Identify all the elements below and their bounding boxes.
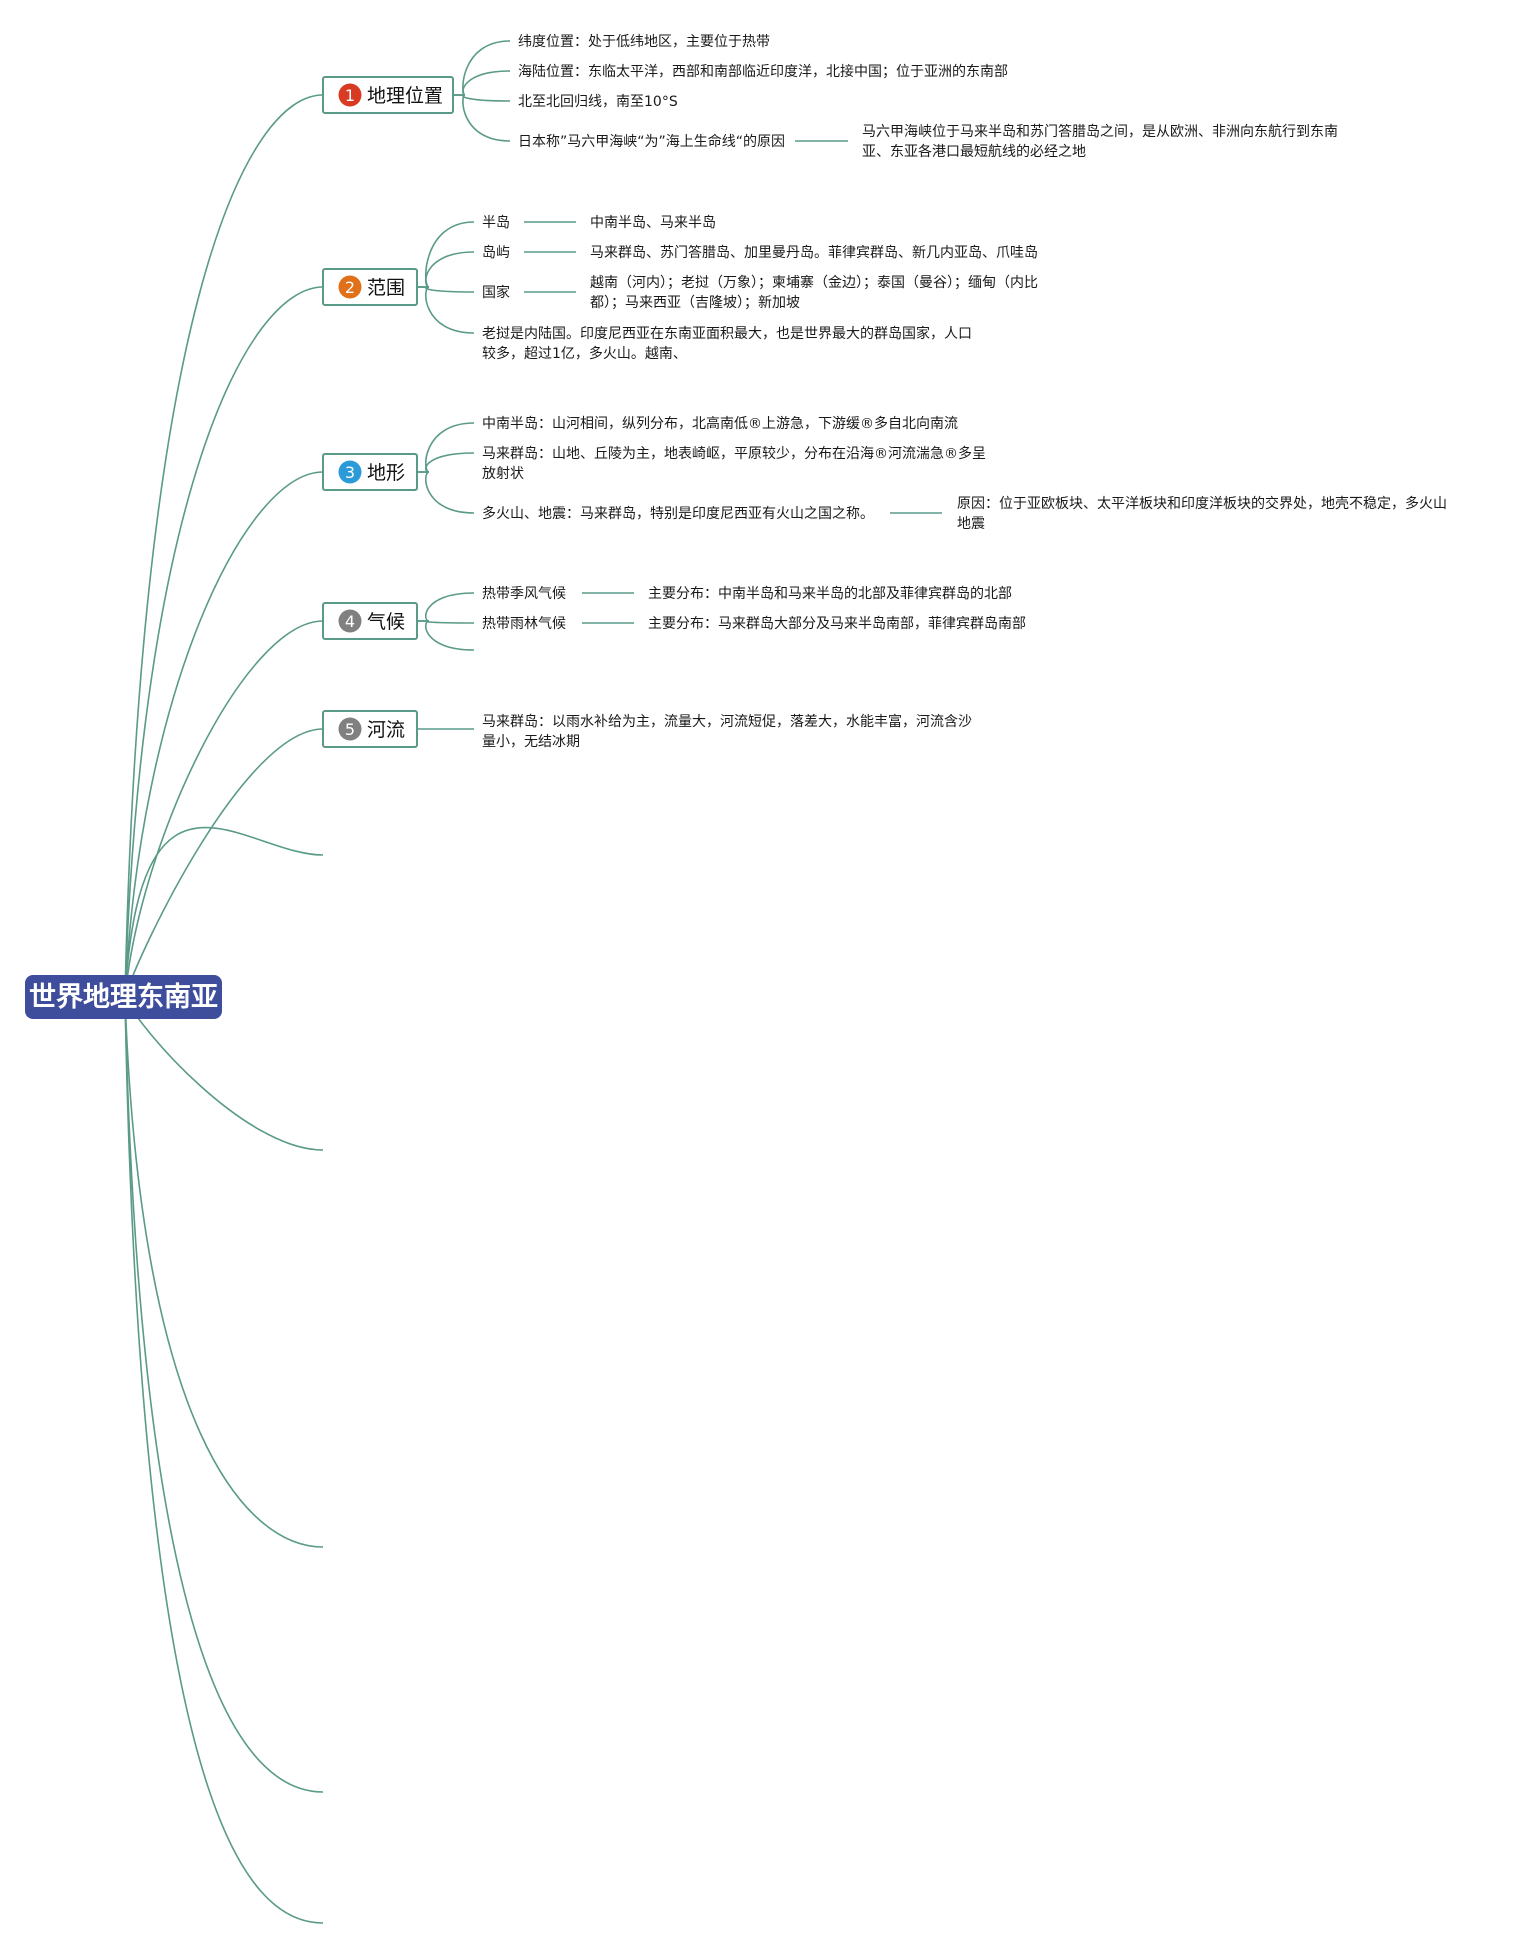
leaf-text: 岛屿 <box>482 245 510 261</box>
empty-branch-connector <box>124 826 324 998</box>
leaf-text: 较多，超过1亿，多火山。越南、 <box>482 345 687 362</box>
leaf-text: 中南半岛：山河相间，纵列分布，北高南低®上游急，下游缓®多自北向南流 <box>482 415 958 432</box>
root-connector <box>124 728 324 998</box>
leaf-text: 马来群岛：山地、丘陵为主，地表崎岖，平原较少，分布在沿海®河流湍急®多呈 <box>482 445 986 462</box>
topic-label[interactable]: 气候 <box>367 611 405 633</box>
empty-branch-connector <box>124 996 324 1924</box>
detail-text: 亚、东亚各港口最短航线的必经之地 <box>862 144 1086 160</box>
empty-branch-connector <box>124 996 324 1548</box>
leaf-text: 国家 <box>482 284 510 301</box>
child-connector <box>453 94 511 142</box>
leaf-text: 放射状 <box>482 466 524 482</box>
topic-label[interactable]: 范围 <box>367 277 405 299</box>
child-connector <box>453 70 511 96</box>
child-connector <box>417 592 475 622</box>
central-topic-label[interactable]: 世界地理东南亚 <box>29 981 218 1013</box>
detail-text: 地震 <box>957 516 985 532</box>
number-badge <box>338 83 362 107</box>
child-connector <box>417 620 475 651</box>
leaf-text: 多火山、地震：马来群岛，特别是印度尼西亚有火山之国之称。 <box>482 505 874 522</box>
child-connector <box>453 40 511 96</box>
detail-text: 原因：位于亚欧板块、太平洋板块和印度洋板块的交界处，地壳不稳定，多火山 <box>957 495 1447 512</box>
number-badge-text: 4 <box>345 612 355 631</box>
leaf-text: 日本称”马六甲海峡“为”海上生命线“的原因 <box>518 133 785 150</box>
leaf-text: 北至北回归线，南至10°S <box>518 93 678 110</box>
connector-lines <box>124 40 942 1924</box>
detail-text: 主要分布：中南半岛和马来半岛的北部及菲律宾群岛的北部 <box>648 586 1012 602</box>
leaf-text: 热带雨林气候 <box>482 616 566 632</box>
number-badge-text: 5 <box>345 720 355 739</box>
root-connector <box>124 94 324 998</box>
topic-label[interactable]: 河流 <box>367 719 405 741</box>
child-connector <box>417 471 475 514</box>
detail-text: 马来群岛、苏门答腊岛、加里曼丹岛。菲律宾群岛、新几内亚岛、爪哇岛 <box>590 244 1038 261</box>
root-connector <box>124 620 324 998</box>
child-connector <box>417 286 475 334</box>
child-connector <box>453 94 511 102</box>
detail-text: 都）；马来西亚（吉隆坡）；新加坡 <box>590 295 800 311</box>
leaf-text: 热带季风气候 <box>482 586 566 602</box>
central-topic-box[interactable] <box>25 975 222 1019</box>
detail-text: 越南（河内）；老挝（万象）；柬埔寨（金边）；泰国（曼谷）；缅甸（内比 <box>590 274 1038 291</box>
empty-branch-connector <box>124 996 324 1151</box>
empty-branch-connector <box>124 996 324 1793</box>
number-badge-text: 3 <box>345 463 355 482</box>
leaf-text: 老挝是内陆国。印度尼西亚在东南亚面积最大，也是世界最大的群岛国家，人口 <box>482 325 972 342</box>
number-badge <box>338 460 362 484</box>
root-connector <box>124 286 324 998</box>
number-badge <box>338 609 362 633</box>
number-badge <box>338 275 362 299</box>
root-connector <box>124 471 324 998</box>
detail-text: 主要分布：马来群岛大部分及马来半岛南部，菲律宾群岛南部 <box>648 616 1026 632</box>
leaf-text: 半岛 <box>482 215 510 231</box>
topic-label[interactable]: 地理位置 <box>367 85 443 107</box>
leaf-text: 马来群岛：以雨水补给为主，流量大，河流短促，落差大，水能丰富，河流含沙 <box>482 713 972 730</box>
leaf-text: 量小，无结冰期 <box>482 734 580 750</box>
number-badge-text: 1 <box>345 86 355 105</box>
detail-text: 中南半岛、马来半岛 <box>590 215 716 231</box>
detail-text: 马六甲海峡位于马来半岛和苏门答腊岛之间，是从欧洲、非洲向东航行到东南 <box>862 123 1338 140</box>
leaf-text: 海陆位置：东临太平洋，西部和南部临近印度洋，北接中国；位于亚洲的东南部 <box>518 63 1008 80</box>
leaf-text: 纬度位置：处于低纬地区，主要位于热带 <box>518 34 770 50</box>
number-badge-text: 2 <box>345 278 355 297</box>
mind-map-nodes: 世界地理东南亚 1 地理位置 纬度位置：处于低纬地区，主要位于热带海陆位置：东临太平洋… <box>25 34 1447 1019</box>
topic-label[interactable]: 地形 <box>367 462 405 484</box>
number-badge <box>338 717 362 741</box>
child-connector <box>417 422 475 473</box>
